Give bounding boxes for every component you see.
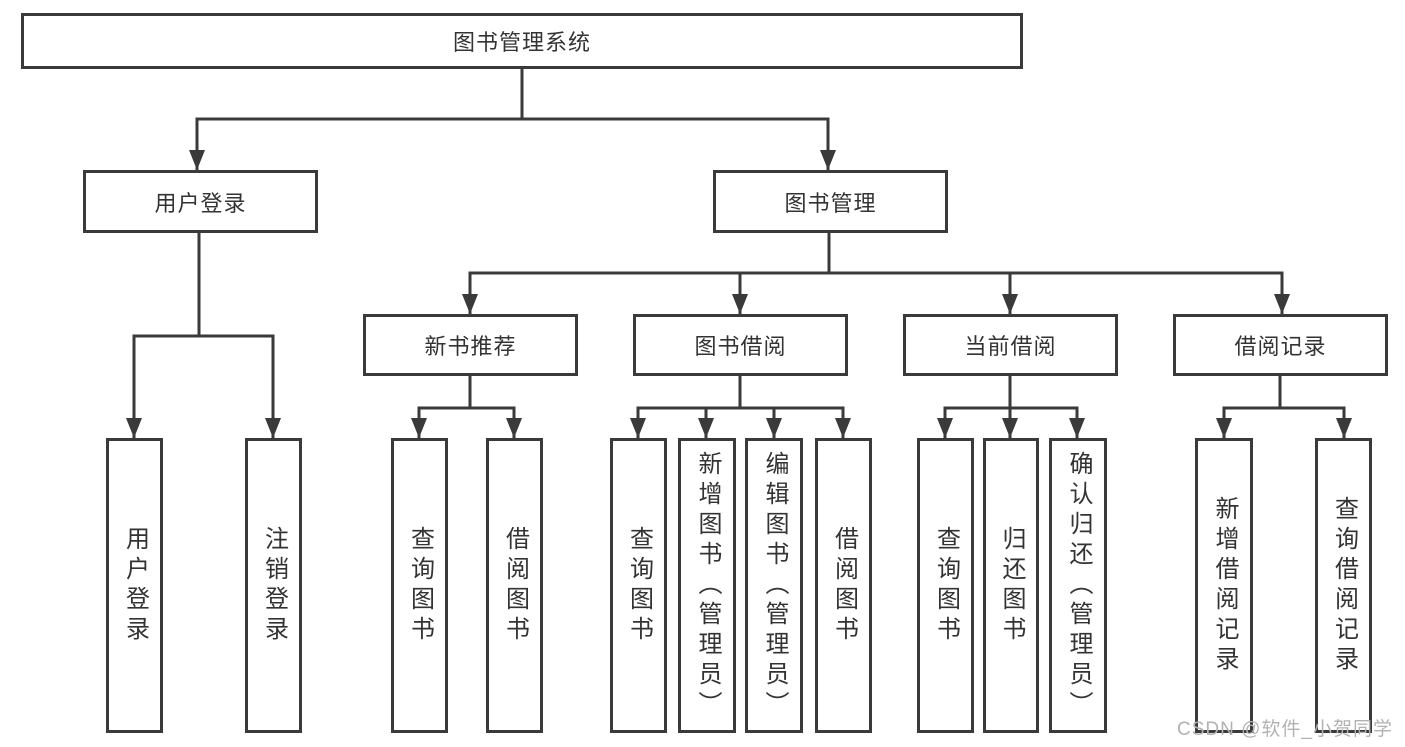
edge-current-borrow-to-v-confirm-return-admin: [1008, 376, 1079, 438]
arrowhead-v-add-book-admin: [698, 418, 714, 438]
node-root: 图书管理系统: [21, 13, 1023, 69]
edge-root-to-book-management: [520, 69, 830, 170]
node-current-borrow: 当前借阅: [903, 314, 1118, 376]
node-v-query-borrow-record: 查询借阅记录: [1315, 438, 1372, 733]
node-book-management: 图书管理: [713, 170, 948, 233]
arrowhead-v-query-book-new: [411, 418, 427, 438]
arrowhead-book-borrow: [732, 294, 748, 314]
node-v-add-borrow-record: 新增借阅记录: [1195, 438, 1253, 733]
edge-book-borrow-to-v-borrow-book-borrow: [738, 376, 845, 438]
edge-book-management-to-book-borrow: [738, 233, 831, 314]
watermark: CSDN @软件_小贺同学: [1177, 719, 1393, 740]
arrowhead-v-query-borrow-record: [1336, 418, 1352, 438]
arrowhead-v-add-borrow-record: [1216, 418, 1232, 438]
arrowhead-book-management: [820, 150, 836, 170]
edge-current-borrow-to-v-query-book-current: [943, 376, 1012, 438]
edge-root-to-user-login: [195, 69, 524, 170]
arrowhead-v-borrow-book-new: [506, 418, 522, 438]
node-v-edit-book-admin: 编辑图书（管理员）: [745, 438, 803, 733]
node-v-logout: 注销登录: [245, 438, 302, 733]
arrowhead-v-confirm-return-admin: [1069, 418, 1085, 438]
arrowhead-v-borrow-book-borrow: [835, 418, 851, 438]
edge-book-borrow-to-v-add-book-admin: [704, 376, 742, 438]
arrowhead-v-edit-book-admin: [766, 418, 782, 438]
edge-borrow-record-to-v-add-borrow-record: [1222, 376, 1282, 438]
edge-user-login-to-v-user-login: [132, 233, 201, 438]
arrowhead-v-query-book-borrow: [630, 418, 646, 438]
node-new-book-recommend: 新书推荐: [363, 314, 578, 376]
arrowhead-v-logout: [265, 418, 281, 438]
arrowhead-borrow-record: [1274, 294, 1290, 314]
node-v-query-book-new: 查询图书: [391, 438, 448, 733]
edge-new-book-recommend-to-v-borrow-book-new: [468, 376, 516, 438]
arrowhead-current-borrow: [1002, 294, 1018, 314]
node-v-return-book: 归还图书: [983, 438, 1039, 733]
node-v-user-login: 用户登录: [106, 438, 163, 733]
node-v-borrow-book-new: 借阅图书: [486, 438, 543, 733]
node-user-login: 用户登录: [83, 170, 318, 233]
arrowhead-v-query-book-current: [937, 418, 953, 438]
arrowhead-user-login: [189, 150, 205, 170]
arrowhead-v-return-book: [1002, 418, 1018, 438]
node-v-borrow-book-borrow: 借阅图书: [815, 438, 872, 733]
arrowhead-new-book-recommend: [462, 294, 478, 314]
node-borrow-record: 借阅记录: [1173, 314, 1388, 376]
node-v-query-book-borrow: 查询图书: [610, 438, 667, 733]
edge-borrow-record-to-v-query-borrow-record: [1278, 376, 1346, 438]
edge-book-management-to-borrow-record: [827, 233, 1284, 314]
edge-user-login-to-v-logout: [197, 233, 275, 438]
node-v-add-book-admin: 新增图书（管理员）: [678, 438, 736, 733]
edge-new-book-recommend-to-v-query-book-new: [417, 376, 472, 438]
node-v-confirm-return-admin: 确认归还（管理员）: [1049, 438, 1107, 733]
arrowhead-v-user-login: [126, 418, 142, 438]
node-book-borrow: 图书借阅: [633, 314, 848, 376]
node-v-query-book-current: 查询图书: [917, 438, 974, 733]
